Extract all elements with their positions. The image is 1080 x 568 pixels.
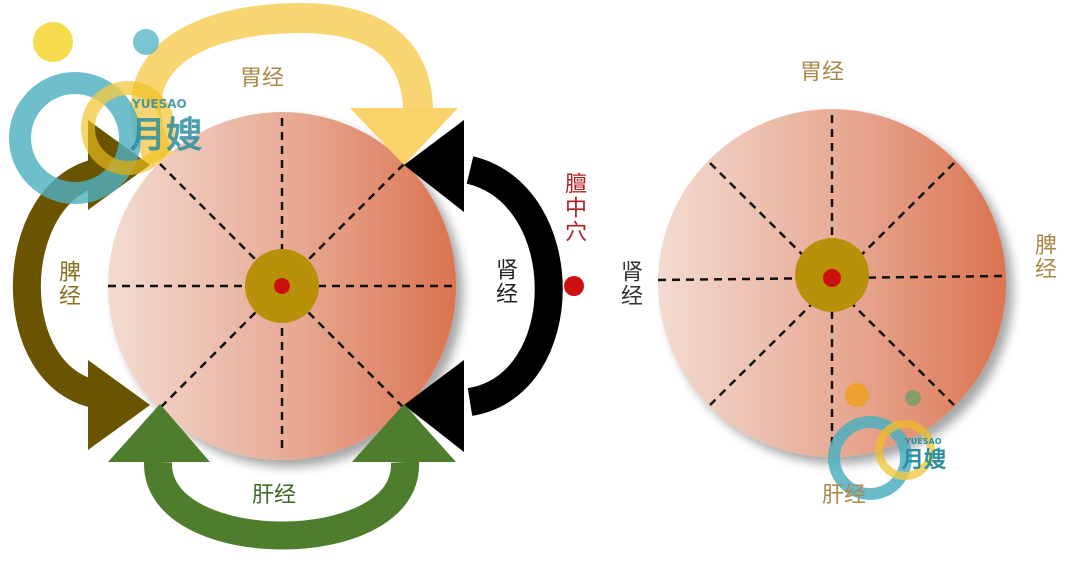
logo-text-en-small: YUESAO [905,437,942,446]
left-stomach-label: 胃经 [240,66,285,91]
left-spleen-label: 脾经 [55,260,80,308]
logo-text-cn: 月嫂 [130,115,203,156]
right-liver-label: 肝经 [822,483,867,508]
left-kidney-label: 肾经 [492,258,517,306]
kidney-meridian-arrow [404,120,563,452]
left-center-point [274,278,290,294]
left-disc [108,112,456,460]
logo-text-en: YUESAO [132,97,187,111]
right-stomach-label: 胃经 [800,60,845,85]
left-liver-label: 肝经 [252,483,297,508]
right-spleen-label: 脾经 [1031,233,1056,281]
right-center-point [823,269,841,287]
liver-meridian-arrow [108,404,456,550]
logo-text-cn-small: 月嫂 [902,448,947,473]
tanzhong-point-label: 膻中穴 [561,172,586,244]
tanzhong-point-marker [564,276,584,296]
yuesao-logo-watermark-small [828,383,935,500]
right-disc [657,109,1007,457]
right-kidney-label: 肾经 [617,260,642,308]
yuesao-logo-watermark [9,22,175,204]
